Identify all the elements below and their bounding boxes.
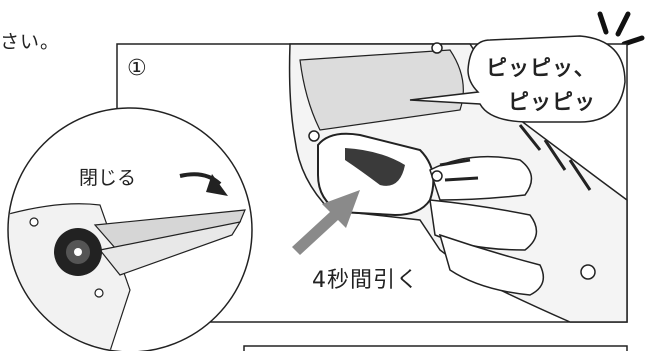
close-label: 閉じる (79, 167, 137, 189)
pull-label: 4秒間引く (312, 268, 419, 293)
instruction-text: さい。 (0, 31, 61, 53)
speech-bubble (409, 35, 626, 123)
hand-holding-tool (288, 42, 628, 323)
zoom-circle (7, 107, 253, 351)
speech-bubble-line1: ピッピッ、 (486, 56, 596, 80)
step-number: ① (127, 56, 147, 81)
next-panel-frame (243, 345, 628, 351)
attention-marks (597, 11, 645, 47)
pull-arrow (292, 190, 360, 255)
speech-bubble-line2: ピッピッ (508, 90, 596, 114)
